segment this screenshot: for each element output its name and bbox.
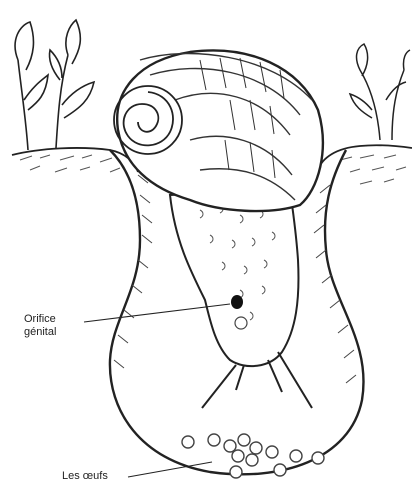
plant-left-icon <box>15 20 94 150</box>
label-genital-orifice: Orifice génital <box>24 313 56 339</box>
label-genital-line2: génital <box>24 326 56 339</box>
plant-right-icon <box>350 44 410 140</box>
snail-shell <box>114 50 323 211</box>
label-genital-line1: Orifice <box>24 313 56 326</box>
snail-body <box>170 190 298 366</box>
label-eggs: Les œufs <box>62 470 108 483</box>
emerging-egg <box>235 317 247 329</box>
genital-orifice <box>231 295 243 309</box>
